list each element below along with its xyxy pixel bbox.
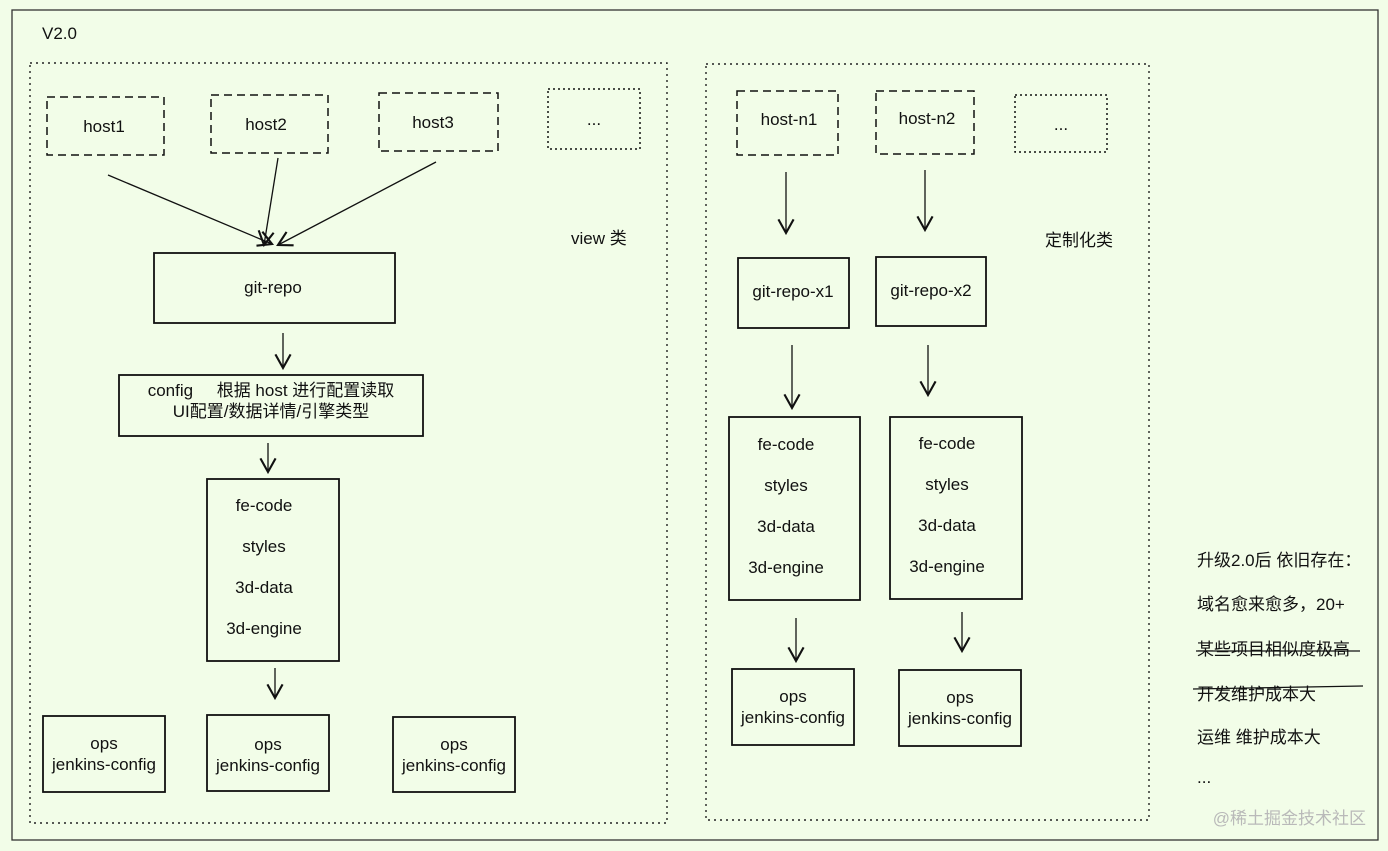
view-host-box-more [547,88,641,150]
view-config-box [118,374,424,437]
custom-code1-item-4: 3d-engine [748,558,824,577]
custom-host-box-2 [875,90,975,155]
custom-code2-item-4: 3d-engine [909,557,985,576]
view-code-item-2: styles [242,537,286,556]
view-ops-box-3 [392,716,516,793]
view-host-box-1 [46,96,165,156]
custom-host-box-1 [736,90,839,156]
view-ops-box-2 [206,714,330,792]
config-line-1: config 根据 host 进行配置读取 [147,381,395,400]
view-repo-box [153,252,396,324]
custom-ops-box-2 [898,669,1022,747]
ops-label: ops [946,688,974,707]
custom-ops-2: ops jenkins-config [899,687,1021,729]
arrow-host1-repo [107,174,275,247]
view-config-text: config 根据 host 进行配置读取 UI配置/数据详情/引擎类型 [119,380,423,422]
view-ops-box-1 [42,715,166,793]
custom-host-1: host-n1 [760,110,818,129]
jenkins-config-label: jenkins-config [402,756,506,775]
view-host-3: host3 [412,113,454,132]
arrow-host3-repo [276,161,437,247]
custom-code1-item-3: 3d-data [757,517,815,536]
watermark: @稀土掘金技术社区 [1212,809,1366,828]
custom-code2-item-1: fe-code [918,434,976,453]
ops-label: ops [779,687,807,706]
jenkins-config-label: jenkins-config [908,709,1012,728]
view-repo-label: git-repo [244,278,302,297]
custom-repo-2: git-repo-x2 [890,281,972,300]
jenkins-config-label: jenkins-config [741,708,845,727]
custom-host-box-more [1014,94,1108,153]
ops-label: ops [90,734,118,753]
custom-repo-1: git-repo-x1 [752,282,834,301]
notes-item-4: 运维 维护成本大 [1197,728,1321,747]
custom-repo-box-2 [875,256,987,327]
notes-item-2: 某些项目相似度极高 [1197,640,1350,659]
custom-code1-item-1: fe-code [757,435,815,454]
view-host-1: host1 [83,117,125,136]
custom-host-more: ... [1053,115,1069,134]
custom-host-2: host-n2 [898,109,956,128]
custom-code1-item-2: styles [764,476,808,495]
view-ops-2: ops jenkins-config [207,734,329,776]
view-ops-3: ops jenkins-config [393,734,515,776]
custom-code-box-1 [728,416,861,601]
note-strike-2 [1192,685,1364,690]
ops-label: ops [440,735,468,754]
version-label: V2.0 [42,24,77,43]
view-group-container [29,62,668,824]
arrow-host2-repo [257,157,279,248]
jenkins-config-label: jenkins-config [216,756,320,775]
custom-ops-box-1 [731,668,855,746]
notes-item-1: 域名愈来愈多，20+ [1197,595,1345,614]
view-group-label: view 类 [571,229,627,248]
view-host-box-3 [378,92,499,152]
view-code-box [206,478,340,662]
view-code-item-4: 3d-engine [226,619,302,638]
view-code-item-3: 3d-data [235,578,293,597]
view-host-box-2 [210,94,329,154]
custom-group-label: 定制化类 [1045,231,1113,250]
notes-item-5: ... [1197,768,1212,787]
config-line-2: UI配置/数据详情/引擎类型 [172,402,370,421]
custom-code-box-2 [889,416,1023,600]
view-host-2: host2 [245,115,287,134]
jenkins-config-label: jenkins-config [52,755,156,774]
outer-frame [11,9,1379,841]
custom-code2-item-2: styles [925,475,969,494]
notes-item-3: 开发维护成本大 [1197,685,1316,704]
view-code-item-1: fe-code [235,496,293,515]
view-host-more: ... [586,110,602,129]
custom-repo-box-1 [737,257,850,329]
custom-code2-item-3: 3d-data [918,516,976,535]
notes-title: 升级2.0后 依旧存在： [1197,551,1362,570]
view-ops-1: ops jenkins-config [43,733,165,775]
ops-label: ops [254,735,282,754]
custom-ops-1: ops jenkins-config [732,686,854,728]
